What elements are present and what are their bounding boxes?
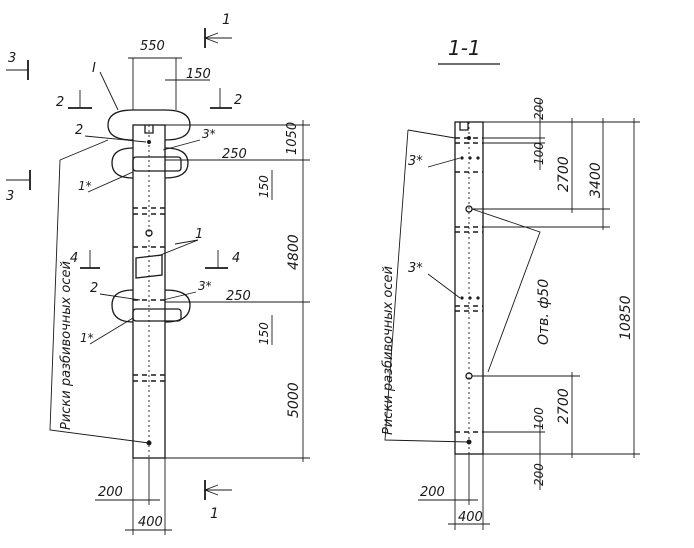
dim-100-bottom: 100 <box>532 407 546 430</box>
section-2-left: 2 <box>56 95 64 110</box>
dim-150-top: 150 <box>186 67 211 82</box>
detail-I-label: I <box>92 61 96 76</box>
dim-150-upper: 150 <box>257 175 271 198</box>
dim-550: 550 <box>140 39 165 54</box>
section-1-top: 1 <box>222 12 231 28</box>
caption-right: Риски разбивочных осей <box>381 266 396 435</box>
dim-250-upper: 250 <box>222 147 247 162</box>
mark-3-star-lower: 3* <box>198 279 212 293</box>
dim-400-base: 400 <box>458 510 483 525</box>
dim-400-left: 400 <box>138 515 163 530</box>
dim-200-base: 200 <box>420 485 445 500</box>
dim-1050: 1050 <box>285 122 300 155</box>
oval-2-right <box>164 147 189 179</box>
dim-2700-bottom: 2700 <box>556 388 572 424</box>
oval-upper-left <box>107 109 134 141</box>
section-2-right: 2 <box>234 93 242 108</box>
mark-3-star: 3* <box>202 127 216 141</box>
dim-3400: 3400 <box>588 162 604 198</box>
hole-left-upper <box>145 229 153 237</box>
mark-1-star: 1* <box>78 179 92 193</box>
dim-10850: 10850 <box>618 295 634 340</box>
section-3-top: 3 <box>8 51 16 66</box>
hole-note: Отв. ф50 <box>536 279 552 345</box>
caption-left: Риски разбивочных осей <box>59 261 74 430</box>
axis-mark-top <box>147 140 151 144</box>
bracket-lower <box>132 308 182 322</box>
section-title: 1-1 <box>448 36 481 60</box>
oval-lower-left <box>111 289 134 323</box>
mark-2-lower: 2 <box>90 281 98 296</box>
section-markers: 1 1 2 2 3 3 4 4 <box>6 12 242 522</box>
dim-200-left: 200 <box>98 485 123 500</box>
section-4-left: 4 <box>70 251 78 266</box>
section-4-right: 4 <box>232 251 240 266</box>
section-1-bottom: 1 <box>210 506 219 522</box>
mark-3-star-right-upper: 3* <box>408 154 423 169</box>
mark-1-star-lower: 1* <box>80 331 94 345</box>
right-section-view: 1-1 3* 3* Отв. ф50 Риски разбивочн <box>381 36 640 530</box>
caption-leader-top <box>59 139 109 161</box>
mark-3-star-right-lower: 3* <box>408 261 423 276</box>
dim-200-top: 200 <box>532 97 546 120</box>
dim-4800: 4800 <box>286 234 302 270</box>
dim-2700-top: 2700 <box>556 156 572 192</box>
dim-100-top: 100 <box>532 142 546 165</box>
caption-leader-bottom <box>49 159 150 444</box>
bracket-upper <box>132 156 182 172</box>
hole-leader <box>471 208 541 373</box>
mark-2: 2 <box>75 123 83 138</box>
mark-1: 1 <box>195 227 203 242</box>
dim-150-lower: 150 <box>257 322 271 345</box>
dim-200-bottom: 200 <box>532 463 546 486</box>
section-3-bottom: 3 <box>6 189 14 204</box>
dim-250-lower: 250 <box>226 289 251 304</box>
left-elevation-view: 550 150 I 2 3* 250 1* 1 2 3* 250 1* <box>49 39 310 535</box>
break-zone <box>135 254 163 279</box>
dim-5000: 5000 <box>286 382 302 418</box>
top-notch <box>144 125 154 134</box>
